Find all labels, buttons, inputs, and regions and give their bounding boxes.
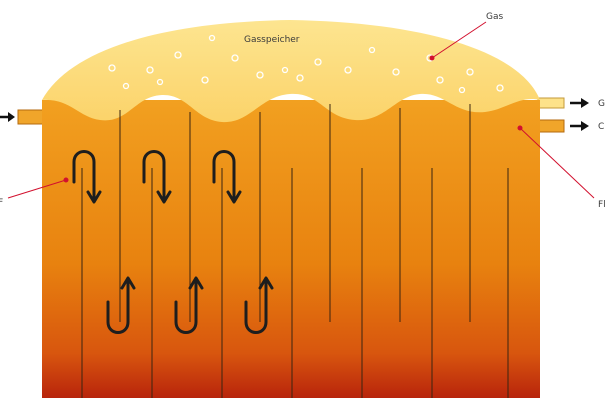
tank-body <box>42 100 540 398</box>
right-bottom-label: Fl <box>598 200 606 210</box>
liquid-outlet-nozzle <box>537 119 565 133</box>
flow-up-arrow <box>106 276 136 334</box>
flow-down-arrow <box>142 150 172 204</box>
flow-down-arrow <box>212 150 242 204</box>
flow-up-arrow <box>174 276 204 334</box>
right-top-label: G <box>598 99 605 109</box>
right-mid-label: C <box>598 122 604 132</box>
partitions-bottom <box>81 168 509 398</box>
gas-label: Gas <box>486 12 503 22</box>
gas-storage-label: Gasspeicher <box>244 35 300 45</box>
gas-outlet-nozzle <box>537 97 565 109</box>
gas-storage-dome <box>42 20 540 123</box>
outlet-arrow <box>570 98 589 108</box>
pointer-lines <box>7 21 595 199</box>
flow-down-arrow <box>72 150 102 204</box>
outlet-arrow <box>570 121 589 131</box>
gas-bubbles <box>108 34 504 94</box>
left-edge-label: F <box>0 198 3 208</box>
flow-up-arrow <box>244 276 274 334</box>
inlet-arrow <box>0 112 15 122</box>
